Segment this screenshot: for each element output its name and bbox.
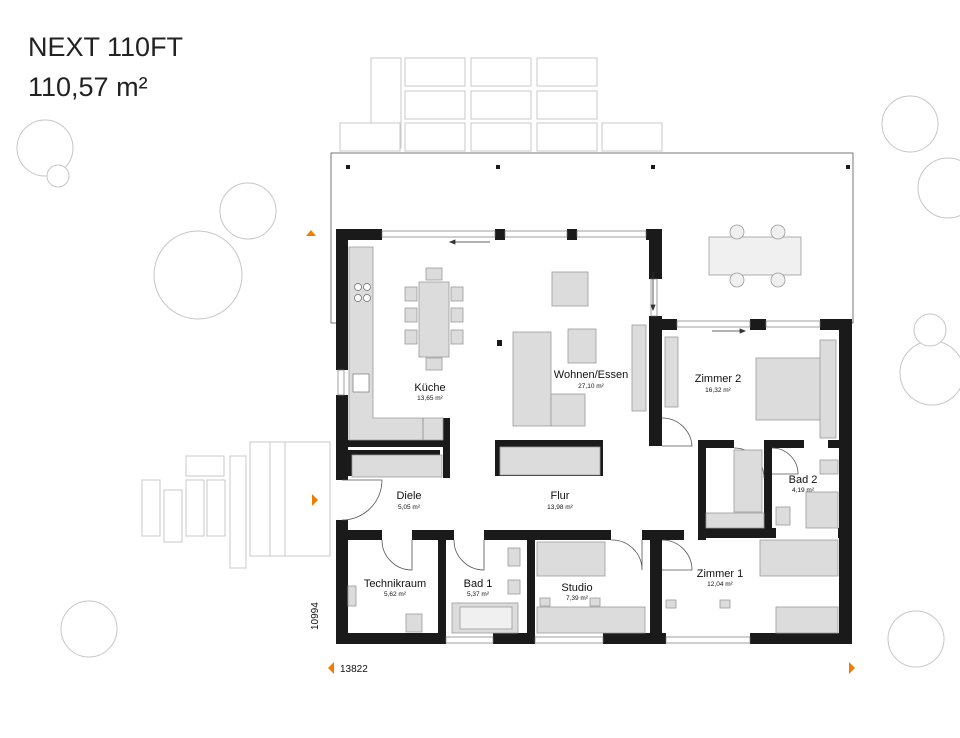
room-bad1-name: Bad 1 <box>464 578 493 590</box>
room-studio-name: Studio <box>561 582 592 594</box>
outdoor-table <box>708 224 802 288</box>
dimension-markers <box>306 230 855 674</box>
sliding-door-arrows <box>448 239 747 334</box>
garden-trees <box>16 95 960 668</box>
room-labels: Küche 13,65 m² Wohnen/Essen 27,10 m² Zim… <box>364 369 818 602</box>
room-wohnen-name: Wohnen/Essen <box>554 369 628 381</box>
room-kueche-area: 13,65 m² <box>417 395 443 402</box>
room-zimmer1-area: 12,04 m² <box>707 581 733 588</box>
dimension-width: 13822 <box>340 664 368 675</box>
model-name: NEXT 110FT <box>28 32 184 62</box>
room-bad1-area: 5,37 m² <box>467 591 490 598</box>
room-zimmer2-area: 16,32 m² <box>705 387 731 394</box>
room-diele-area: 5,05 m² <box>398 504 421 511</box>
total-area: 110,57 m² <box>28 72 148 102</box>
hall-storage <box>705 449 765 529</box>
dimension-depth: 10994 <box>310 602 321 630</box>
bath2-furniture <box>775 459 839 529</box>
living-furniture <box>497 271 647 427</box>
room-zimmer1-name: Zimmer 1 <box>697 568 743 580</box>
dining-table <box>404 267 464 371</box>
terrace-pavers <box>339 57 663 152</box>
orange-marker-bottom-right <box>849 662 855 674</box>
room-zimmer2-name: Zimmer 2 <box>695 373 741 385</box>
bedroom2-furniture <box>664 336 837 439</box>
room-wohnen-area: 27,10 m² <box>578 383 604 390</box>
room-flur-name: Flur <box>551 490 570 502</box>
utility-furniture <box>347 585 423 633</box>
hall-sideboard <box>499 446 601 476</box>
windows <box>337 230 821 644</box>
room-bad2-area: 4,19 m² <box>792 487 815 494</box>
room-studio-area: 7,39 m² <box>566 595 589 602</box>
room-technik-area: 5,62 m² <box>384 591 407 598</box>
kitchen-counter <box>348 246 444 441</box>
orange-marker-bottom-left <box>328 662 334 674</box>
entrance-wardrobe <box>351 454 443 478</box>
orange-marker-top-left <box>306 230 316 236</box>
room-bad2-name: Bad 2 <box>789 474 818 486</box>
doors <box>341 417 799 571</box>
bath1-furniture <box>451 547 521 634</box>
room-kueche-name: Küche <box>414 382 445 394</box>
exterior-walls <box>336 229 852 644</box>
room-flur-area: 13,98 m² <box>547 504 573 511</box>
bedroom1-furniture <box>665 539 839 634</box>
room-diele-name: Diele <box>396 490 421 502</box>
entrance-path <box>141 441 331 569</box>
room-technik-name: Technikraum <box>364 578 426 590</box>
terrace-posts <box>346 165 850 169</box>
studio-furniture <box>536 541 646 634</box>
entrance-marker <box>312 494 318 506</box>
